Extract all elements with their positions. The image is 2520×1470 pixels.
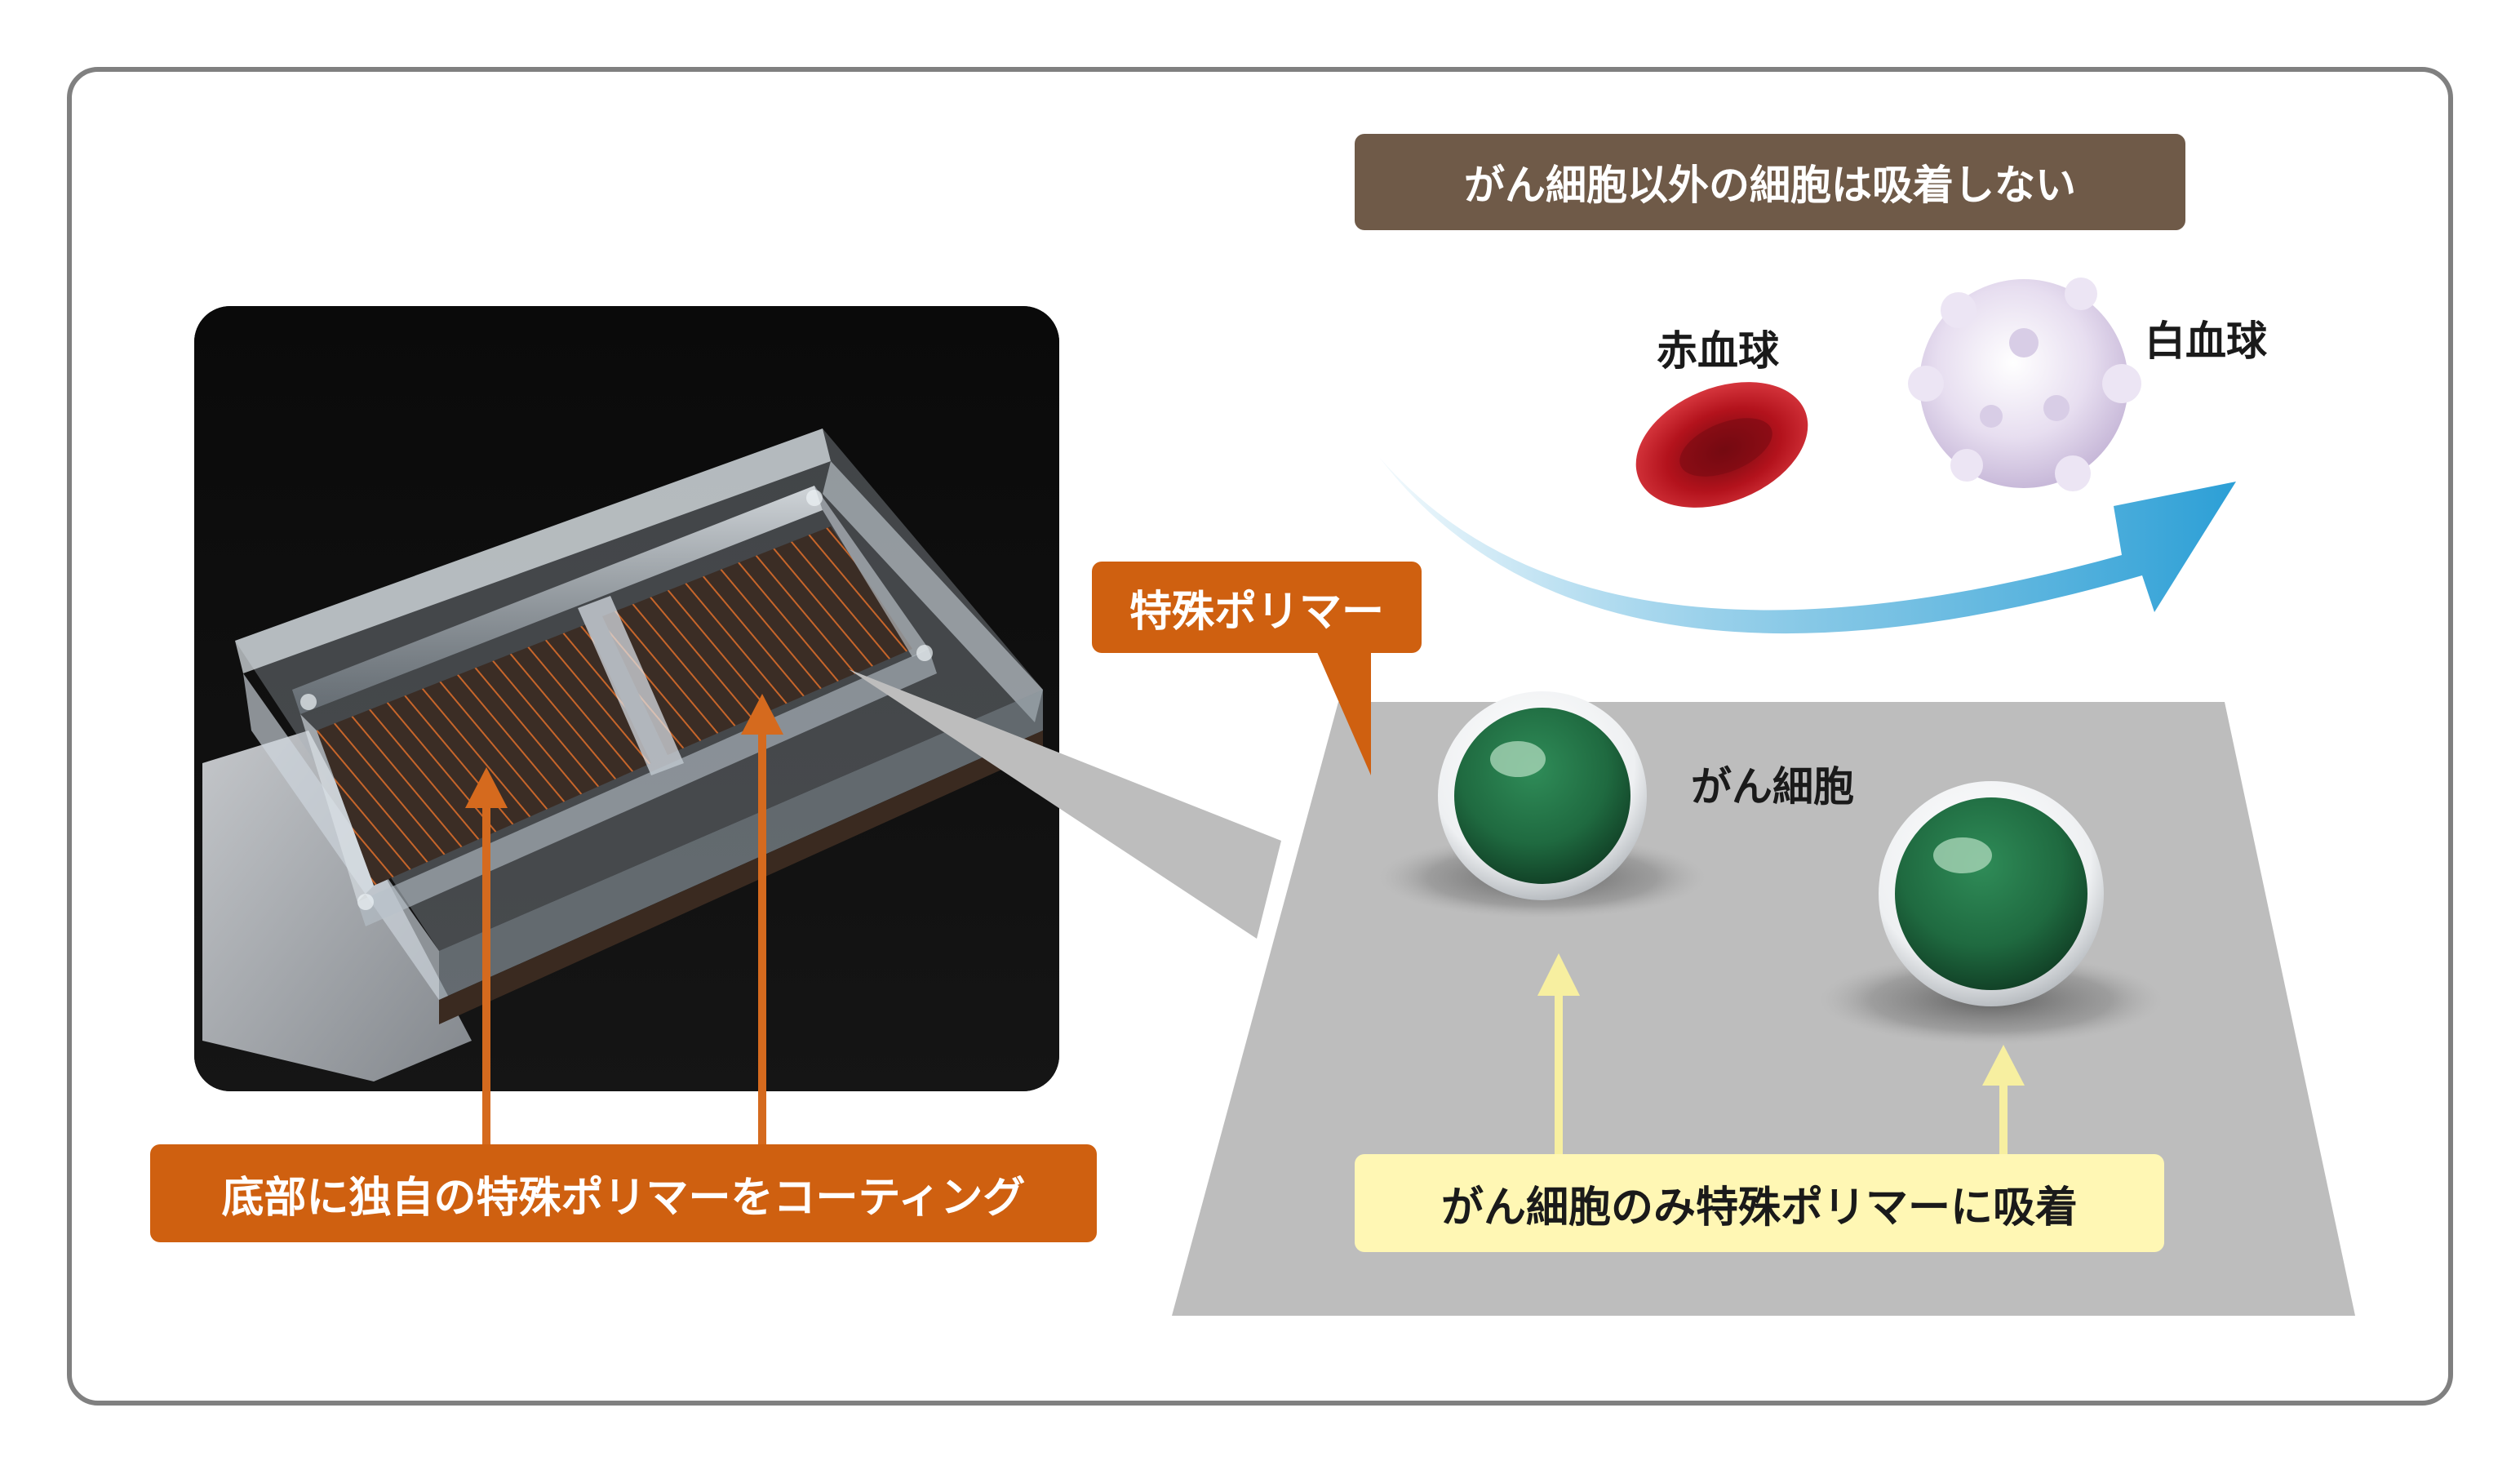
polymer-callout-tail	[1314, 645, 1371, 775]
culture-dish-photo	[194, 306, 1059, 1091]
white-blood-cell-icon	[1908, 278, 2141, 491]
top-banner-label: がん細胞以外の細胞は吸着しない	[1355, 134, 2185, 230]
red-blood-cell-icon	[1635, 382, 1808, 508]
yellow-pointer-arrows	[1537, 953, 2025, 1154]
cancer-only-adsorb-label: がん細胞のみ特殊ポリマーに吸着	[1355, 1154, 2164, 1252]
red-blood-cell-label: 赤血球	[1657, 327, 1779, 375]
special-polymer-label: 特殊ポリマー	[1092, 562, 1422, 653]
orange-pointer-arrows	[465, 694, 783, 1144]
cancer-cell-icon	[1379, 691, 1706, 918]
cancer-cell-label: がん細胞	[1691, 763, 1854, 810]
curved-flow-arrow	[1379, 457, 2236, 634]
zoom-wedge	[849, 669, 1281, 939]
white-blood-cell-label: 白血球	[2145, 318, 2267, 365]
cancer-cell-icon	[1820, 781, 2163, 1045]
bottom-coating-label: 底部に独自の特殊ポリマーをコーティング	[150, 1144, 1097, 1242]
